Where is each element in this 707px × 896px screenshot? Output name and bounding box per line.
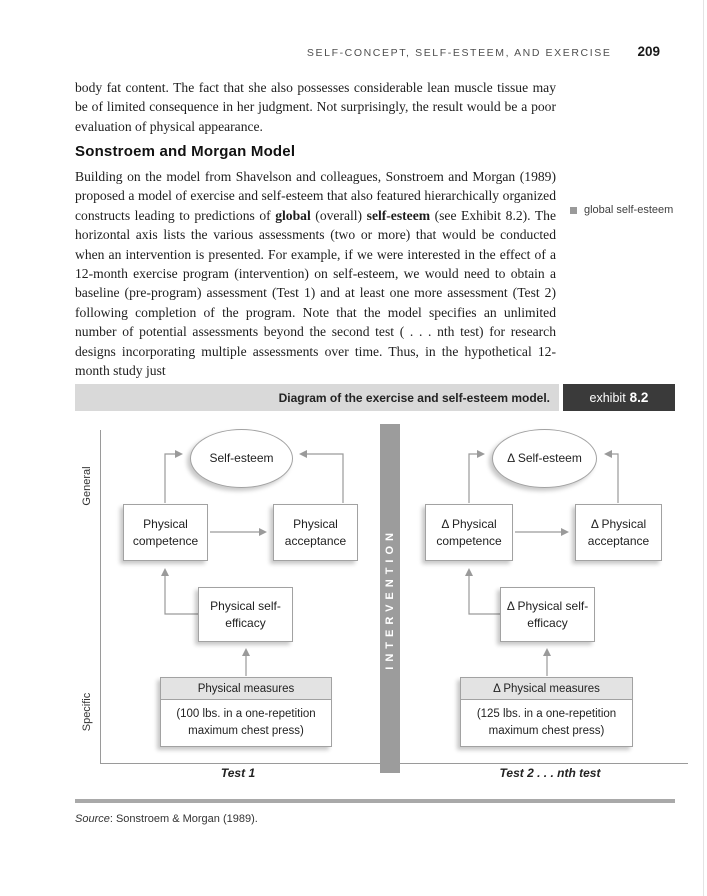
paragraph-text: (overall) (310, 207, 367, 223)
source-note: Source: Sonstroem & Morgan (1989). (75, 813, 258, 825)
connector-arrows (161, 450, 619, 676)
node-delta-physical-acceptance: Δ Physical acceptance (575, 504, 662, 561)
running-head-title: SELF-CONCEPT, SELF-ESTEEM, AND EXERCISE (306, 47, 612, 59)
vertical-axis-line (100, 430, 101, 763)
delta-physical-measures-title: Δ Physical measures (461, 678, 632, 700)
physical-measures-detail: (100 lbs. in a one-repetition maximum ch… (176, 708, 316, 737)
node-delta-physical-measures: Δ Physical measures (125 lbs. in a one-r… (460, 677, 633, 747)
node-physical-measures: Physical measures (100 lbs. in a one-rep… (160, 677, 332, 747)
node-physical-competence: Physical competence (123, 504, 208, 561)
test-1-label: Test 1 (220, 766, 256, 780)
square-bullet-icon (570, 206, 577, 214)
physical-measures-title: Physical measures (161, 678, 331, 700)
node-delta-physical-competence: Δ Physical competence (425, 504, 513, 561)
margin-note-label: global self-esteem (584, 204, 674, 216)
running-head: SELF-CONCEPT, SELF-ESTEEM, AND EXERCISE … (75, 44, 660, 59)
margin-note: global self-esteem (570, 204, 673, 216)
node-physical-self-efficacy: Physical self-efficacy (198, 587, 293, 642)
source-prefix: Source (75, 813, 110, 825)
intervention-bar: INTERVENTION (380, 424, 400, 773)
axis-label-specific: Specific (81, 692, 93, 732)
bold-term-self-esteem: self-esteem (366, 207, 431, 223)
node-physical-acceptance: Physical acceptance (273, 504, 358, 561)
test-2-label: Test 2 . . . nth test (499, 766, 601, 780)
exhibit-caption-bar: Diagram of the exercise and self-esteem … (75, 384, 675, 411)
intro-paragraph: body fat content. The fact that she also… (75, 80, 556, 134)
exhibit-caption-text: Diagram of the exercise and self-esteem … (278, 390, 550, 405)
section-paragraph: Building on the model from Shavelson and… (75, 167, 556, 380)
exhibit-caption: Diagram of the exercise and self-esteem … (75, 384, 559, 411)
exhibit-word: exhibit (589, 390, 626, 405)
node-delta-physical-self-efficacy: Δ Physical self-efficacy (500, 587, 595, 642)
source-text: : Sonstroem & Morgan (1989). (109, 813, 258, 825)
paragraph-text: Building on the model from Shavelson and… (75, 169, 556, 223)
axis-label-general: General (81, 466, 93, 506)
intervention-label: INTERVENTION (384, 527, 396, 670)
node-self-esteem: Self-esteem (190, 429, 293, 488)
node-delta-self-esteem: Δ Self-esteem (492, 429, 597, 488)
exhibit-bar-divider (559, 384, 563, 411)
delta-physical-measures-detail: (125 lbs. in a one-repetition maximum ch… (476, 708, 617, 737)
exercise-self-esteem-diagram: General Specific INTERVENTION Self-estee… (75, 414, 690, 780)
exhibit-number-tag: exhibit 8.2 (563, 384, 675, 411)
section-heading: Sonstroem and Morgan Model (75, 143, 296, 160)
exhibit-number: 8.2 (629, 390, 649, 405)
bottom-rule (75, 799, 675, 803)
page-number: 209 (637, 44, 660, 59)
paragraph-text: (see Exhibit 8.2). The horizontal axis l… (75, 207, 557, 379)
bold-term-global: global (275, 207, 311, 223)
